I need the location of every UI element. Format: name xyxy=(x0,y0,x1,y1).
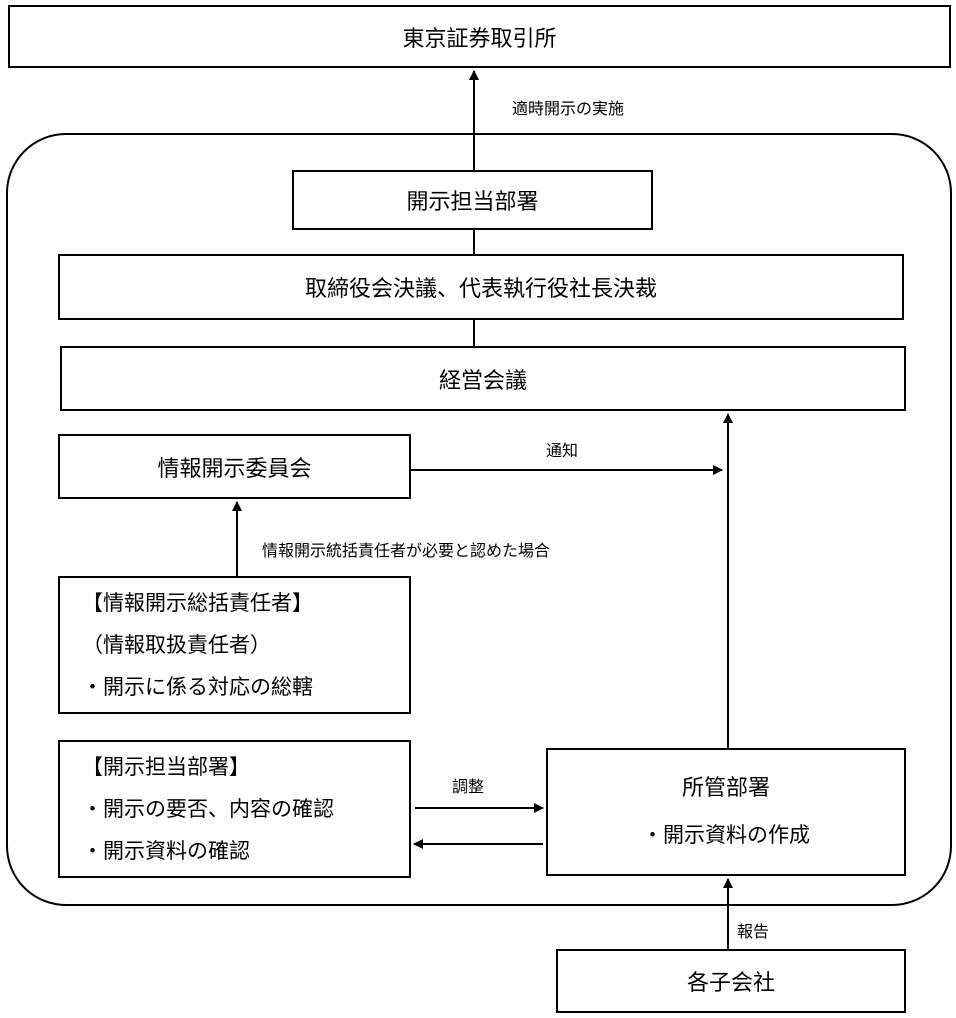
responsible-officer-duty: ・開示に係る対応の総轄 xyxy=(82,675,313,699)
company-boundary xyxy=(6,133,952,906)
board-resolution-box: 取締役会決議、代表執行役社長決裁 xyxy=(58,254,904,320)
disclosure-dept-detail-duty2: ・開示資料の確認 xyxy=(82,839,250,863)
competent-dept-title: 所管部署 xyxy=(681,776,770,801)
disclosure-dept-detail-box: 【開示担当部署】 ・開示の要否、内容の確認 ・開示資料の確認 xyxy=(58,740,411,878)
disclosure-dept-label: 開示担当部署 xyxy=(406,190,539,215)
disclosure-dept-detail-title: 【開示担当部署】 xyxy=(82,755,250,779)
timely-disclosure-label: 適時開示の実施 xyxy=(512,99,625,118)
responsible-officer-title: 【情報開示総括責任者】 xyxy=(82,591,313,615)
management-meeting-box: 経営会議 xyxy=(60,346,906,411)
disclosure-dept-box: 開示担当部署 xyxy=(292,170,653,230)
board-resolution-label: 取締役会決議、代表執行役社長決裁 xyxy=(304,277,657,302)
disclosure-committee-label: 情報開示委員会 xyxy=(157,456,312,482)
disclosure-dept-detail-duty1: ・開示の要否、内容の確認 xyxy=(82,797,334,821)
subsidiaries-box: 各子会社 xyxy=(556,949,906,1013)
management-meeting-label: 経営会議 xyxy=(438,368,527,394)
competent-dept-duty: ・開示資料の作成 xyxy=(642,823,810,847)
notification-label: 通知 xyxy=(546,441,579,460)
tse-label: 東京証券取引所 xyxy=(402,26,557,52)
disclosure-committee-box: 情報開示委員会 xyxy=(58,434,411,499)
responsible-officer-subtitle: （情報取扱責任者） xyxy=(82,633,271,657)
responsible-officer-box: 【情報開示総括責任者】 （情報取扱責任者） ・開示に係る対応の総轄 xyxy=(58,576,411,714)
competent-dept-box: 所管部署 ・開示資料の作成 xyxy=(546,748,906,876)
report-label: 報告 xyxy=(737,922,770,941)
when-deemed-necessary-label: 情報開示統括責任者が必要と認めた場合 xyxy=(262,541,551,560)
coordination-label: 調整 xyxy=(452,777,485,796)
tse-box: 東京証券取引所 xyxy=(8,5,951,68)
subsidiaries-label: 各子会社 xyxy=(686,971,775,996)
